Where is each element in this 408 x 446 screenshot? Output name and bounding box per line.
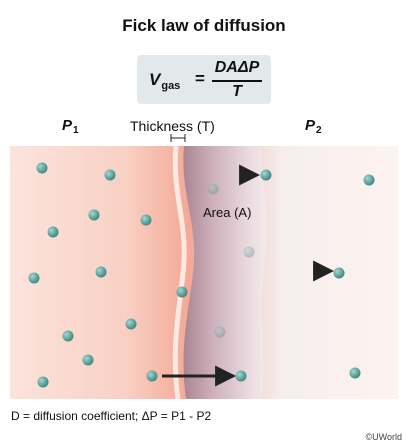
formula-equals: = bbox=[195, 69, 205, 88]
gas-molecule bbox=[333, 267, 345, 279]
formula-numerator: DAΔP bbox=[214, 59, 260, 76]
gas-molecule bbox=[363, 174, 375, 186]
p1-letter: P bbox=[62, 117, 73, 134]
p1-label: P1 bbox=[62, 117, 79, 136]
gas-molecule bbox=[260, 169, 272, 181]
p2-subscript: 2 bbox=[316, 125, 322, 136]
formula-fraction-bar bbox=[212, 80, 262, 82]
formula-v-subscript: gas bbox=[161, 80, 181, 92]
p2-label: P2 bbox=[305, 117, 322, 136]
gas-molecule bbox=[47, 226, 59, 238]
formula-denominator: T bbox=[232, 83, 242, 100]
gas-molecule bbox=[125, 318, 137, 330]
thickness-label: Thickness (T) bbox=[130, 118, 215, 134]
gas-molecule bbox=[88, 209, 100, 221]
gas-molecule bbox=[176, 286, 188, 298]
formula-lhs: Vgas bbox=[149, 70, 181, 92]
diagram-title: Fick law of diffusion bbox=[122, 16, 286, 35]
p1-subscript: 1 bbox=[73, 125, 79, 136]
gas-molecule bbox=[62, 330, 74, 342]
gas-molecule bbox=[95, 266, 107, 278]
copyright-credit: ©UWorld bbox=[365, 432, 402, 442]
gas-molecule bbox=[37, 376, 49, 388]
gas-molecule bbox=[349, 367, 361, 379]
gas-molecule bbox=[28, 272, 40, 284]
gas-molecule bbox=[36, 162, 48, 174]
gas-molecule bbox=[140, 214, 152, 226]
gas-molecule bbox=[104, 169, 116, 181]
gas-molecule bbox=[243, 246, 255, 258]
p2-letter: P bbox=[305, 117, 316, 134]
gas-molecule bbox=[146, 370, 158, 382]
membrane-surface-line bbox=[172, 145, 187, 400]
gas-molecules bbox=[28, 162, 375, 388]
gas-molecule bbox=[82, 354, 94, 366]
gas-molecule bbox=[214, 326, 226, 338]
fick-formula-box: Vgas = DAΔP T bbox=[137, 55, 271, 104]
thickness-marker bbox=[170, 134, 186, 142]
formula-v: V bbox=[149, 70, 161, 89]
area-label: Area (A) bbox=[203, 205, 252, 220]
diffusion-arrows bbox=[110, 164, 335, 387]
gas-molecule bbox=[235, 370, 247, 382]
footnote: D = diffusion coefficient; ΔP = P1 - P2 bbox=[11, 409, 212, 423]
gas-molecule bbox=[207, 183, 219, 195]
